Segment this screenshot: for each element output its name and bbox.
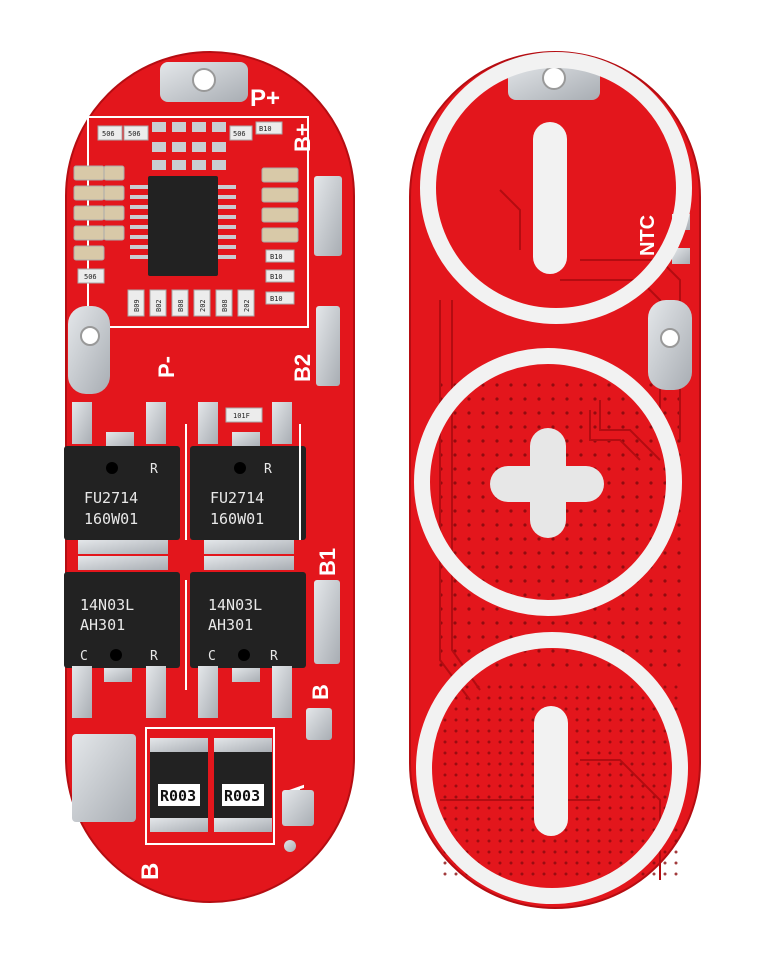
controller-ic xyxy=(130,176,236,276)
mosfet-4: 14N03L AH301 C R xyxy=(190,556,306,718)
front-top-mount-pad xyxy=(160,62,248,102)
mosfet-3-line1: 14N03L xyxy=(80,596,134,614)
smd-bottom-1: B09 xyxy=(133,299,141,312)
shunt-2-label: R003 xyxy=(224,787,260,805)
left-passives: 506 xyxy=(73,165,125,284)
smd-right-1: B10 xyxy=(270,253,283,261)
mosfet-2-line1: FU2714 xyxy=(210,489,264,507)
front-left-mount-pad xyxy=(68,306,110,394)
back-right-mount-pad xyxy=(648,300,692,390)
pad-b1 xyxy=(314,580,340,664)
front-board: P+ B+ xyxy=(64,51,355,903)
label-b2: B2 xyxy=(290,354,315,382)
pad-b-plus xyxy=(314,176,342,256)
mosfet-1-line2: 160W01 xyxy=(84,510,138,528)
mosfet-2: R FU2714 160W01 xyxy=(190,402,306,554)
via-pad xyxy=(284,840,296,852)
label-b-mid: B xyxy=(308,684,333,700)
smd-bottom-6: 202 xyxy=(243,299,251,312)
shunt-outline xyxy=(145,727,275,845)
mosfet-4-line2: AH301 xyxy=(208,616,253,634)
svg-text:101F: 101F xyxy=(233,412,250,420)
right-passives: B10 B10 B10 xyxy=(261,167,299,305)
back-plus-pad xyxy=(414,348,682,616)
mosfet-1: R FU2714 160W01 xyxy=(64,402,180,554)
label-ntc: NTC xyxy=(637,215,659,256)
mosfet-3-line2: AH301 xyxy=(80,616,125,634)
back-minus-pad-bottom xyxy=(416,632,688,904)
small-resistor: 101F xyxy=(225,407,263,423)
pad-b xyxy=(306,708,332,740)
smd-bottom-2: B02 xyxy=(155,299,163,312)
smd-top-2: 506 xyxy=(128,130,141,138)
ic-area-outline xyxy=(87,116,309,328)
mosfet-4-corner-left: C xyxy=(208,649,216,664)
mosfet-1-line1: FU2714 xyxy=(84,489,138,507)
back-minus-pad-top xyxy=(420,52,692,324)
smd-top-3: 506 xyxy=(233,130,246,138)
label-p-plus: P+ xyxy=(250,85,280,112)
mosfet-3-corner-left: C xyxy=(80,649,88,664)
shunt-1-label: R003 xyxy=(160,787,196,805)
label-p-minus: P- xyxy=(154,356,179,378)
smd-top-1: 506 xyxy=(102,130,115,138)
shunt-2: R003 xyxy=(214,738,272,832)
smd-right-2: B10 xyxy=(270,273,283,281)
label-b1: B1 xyxy=(315,548,340,576)
label-b-plus: B+ xyxy=(290,123,315,152)
smd-left-bottom: 506 xyxy=(84,273,97,281)
top-passives: 506 506 506 B10 xyxy=(97,121,283,170)
pad-a xyxy=(282,790,314,826)
pad-b2 xyxy=(316,306,340,386)
mosfet-2-line2: 160W01 xyxy=(210,510,264,528)
label-b-bottom: B xyxy=(137,863,164,880)
mosfet-3-corner-right: R xyxy=(150,649,158,664)
smd-bottom-5: B08 xyxy=(221,299,229,312)
back-board: NTC xyxy=(409,51,701,909)
mosfet-1-corner: R xyxy=(150,462,158,477)
pad-b-main xyxy=(72,734,136,822)
ntc-pad-2 xyxy=(672,248,690,264)
shunt-1: R003 xyxy=(150,738,208,832)
mosfet-3: 14N03L AH301 C R xyxy=(64,556,180,718)
smd-bottom-4: 202 xyxy=(199,299,207,312)
mosfet-2-corner: R xyxy=(264,462,272,477)
smd-right-3: B10 xyxy=(270,295,283,303)
smd-bottom-3: B08 xyxy=(177,299,185,312)
bottom-passives: B09 B02 B08 202 B08 202 xyxy=(127,289,255,317)
smd-top-right: B10 xyxy=(259,125,272,133)
mosfet-4-line1: 14N03L xyxy=(208,596,262,614)
mosfet-4-corner-right: R xyxy=(270,649,278,664)
